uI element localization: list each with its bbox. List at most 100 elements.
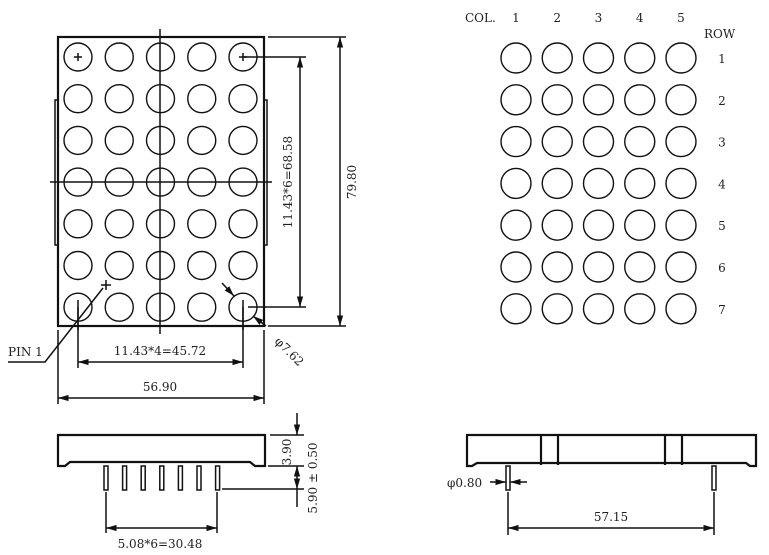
end-view: φ0.80 57.15	[447, 433, 758, 535]
front-led	[104, 125, 134, 156]
front-led	[104, 83, 134, 114]
matrix-led	[665, 125, 697, 158]
end-pin-right	[711, 465, 717, 491]
matrix-led	[541, 293, 573, 325]
led-diameter-label: φ7.62	[272, 334, 307, 369]
front-view: 11.43*6=68.58 79.80 11.43*4=45.72 56.90 …	[8, 29, 359, 404]
side-body-outline	[56, 433, 267, 468]
matrix-led	[541, 42, 573, 74]
matrix-led	[500, 251, 532, 283]
front-led	[187, 292, 217, 322]
side-pin	[214, 465, 221, 491]
pin-pitch-label: 5.08*6=30.48	[118, 537, 203, 551]
front-led	[63, 250, 93, 281]
front-led	[104, 250, 134, 281]
matrix-led	[500, 293, 532, 325]
side-pin	[121, 465, 128, 491]
pin-diameter-label: φ0.80	[447, 476, 482, 490]
matrix-led	[624, 251, 656, 283]
height-extension-lines	[268, 36, 346, 327]
row-numbers: 1 2 3 4 5 6 7	[718, 52, 726, 317]
front-led	[228, 209, 258, 239]
side-pin	[103, 465, 109, 491]
matrix-led	[541, 167, 573, 200]
matrix-led	[582, 251, 615, 283]
column-number: 5	[677, 11, 685, 25]
column-number: 4	[636, 11, 644, 25]
height-dimension-label: 79.80	[345, 165, 359, 199]
row-number: 4	[718, 177, 726, 191]
matrix-led	[665, 42, 697, 74]
led-diameter-arrow-in	[221, 282, 235, 297]
matrix-led	[500, 84, 532, 116]
column-number: 2	[553, 11, 561, 25]
front-led	[187, 209, 217, 239]
matrix-led	[624, 125, 656, 158]
front-led	[63, 83, 93, 114]
front-led	[104, 209, 134, 239]
pin-pitch-extension-lines	[105, 492, 218, 533]
matrix-led	[582, 209, 615, 241]
front-led	[63, 209, 93, 239]
width-extension-lines	[57, 330, 265, 404]
matrix-led	[582, 42, 615, 74]
col-pitch-extension-lines	[77, 307, 244, 368]
matrix-led	[582, 293, 615, 325]
matrix-led	[665, 251, 697, 283]
row-number: 6	[718, 261, 726, 275]
pin1-label: PIN 1	[8, 345, 43, 359]
matrix-led	[541, 209, 573, 241]
row-number: 7	[718, 303, 726, 317]
row-spacing-label: 57.15	[594, 510, 628, 524]
matrix-led	[665, 84, 697, 116]
matrix-led	[624, 209, 656, 241]
matrix-led	[624, 293, 656, 325]
column-number: 3	[595, 11, 603, 25]
matrix-led	[541, 251, 573, 283]
row-number: 2	[718, 94, 726, 108]
body-height-label: 3.90	[280, 439, 294, 466]
matrix-led	[624, 167, 656, 200]
row-number: 3	[718, 136, 726, 150]
matrix-led	[665, 209, 697, 241]
side-pin	[196, 465, 202, 491]
end-pin-left	[505, 465, 511, 491]
front-led	[104, 42, 134, 72]
col-pitch-dimension-label: 11.43*4=45.72	[114, 344, 206, 358]
side-notches	[54, 99, 268, 246]
row-pitch-extension-lines	[243, 56, 306, 308]
pin1-leader-line	[8, 287, 104, 363]
row-pitch-dimension-label: 11.43*6=68.58	[281, 136, 295, 228]
end-body-outline	[465, 433, 758, 468]
col-label: COL.	[465, 11, 496, 25]
front-led	[104, 292, 134, 322]
row-number: 5	[718, 219, 726, 233]
side-view: 3.90 5.90 ± 0.50 5.08*6=30.48	[56, 413, 320, 551]
front-led	[228, 125, 258, 156]
matrix-led	[500, 209, 532, 241]
end-body-dividers	[539, 435, 684, 465]
led-diameter-arrow-out	[252, 315, 267, 327]
side-pins	[103, 465, 221, 491]
matrix-led	[541, 84, 573, 116]
matrix-led	[665, 293, 697, 325]
front-led	[187, 250, 217, 281]
matrix-led	[582, 125, 615, 158]
front-led	[187, 42, 217, 72]
front-led	[228, 83, 258, 114]
front-led	[228, 250, 258, 281]
matrix-led	[541, 125, 573, 158]
side-pin	[177, 465, 184, 491]
matrix-led	[500, 167, 532, 200]
matrix-led	[665, 167, 697, 200]
side-pin	[159, 465, 165, 491]
matrix-led	[624, 84, 656, 116]
matrix-led-grid	[500, 42, 697, 325]
front-led	[187, 83, 217, 114]
side-pin	[140, 465, 146, 491]
pin1-marker	[101, 280, 111, 290]
row-number: 1	[718, 52, 726, 66]
